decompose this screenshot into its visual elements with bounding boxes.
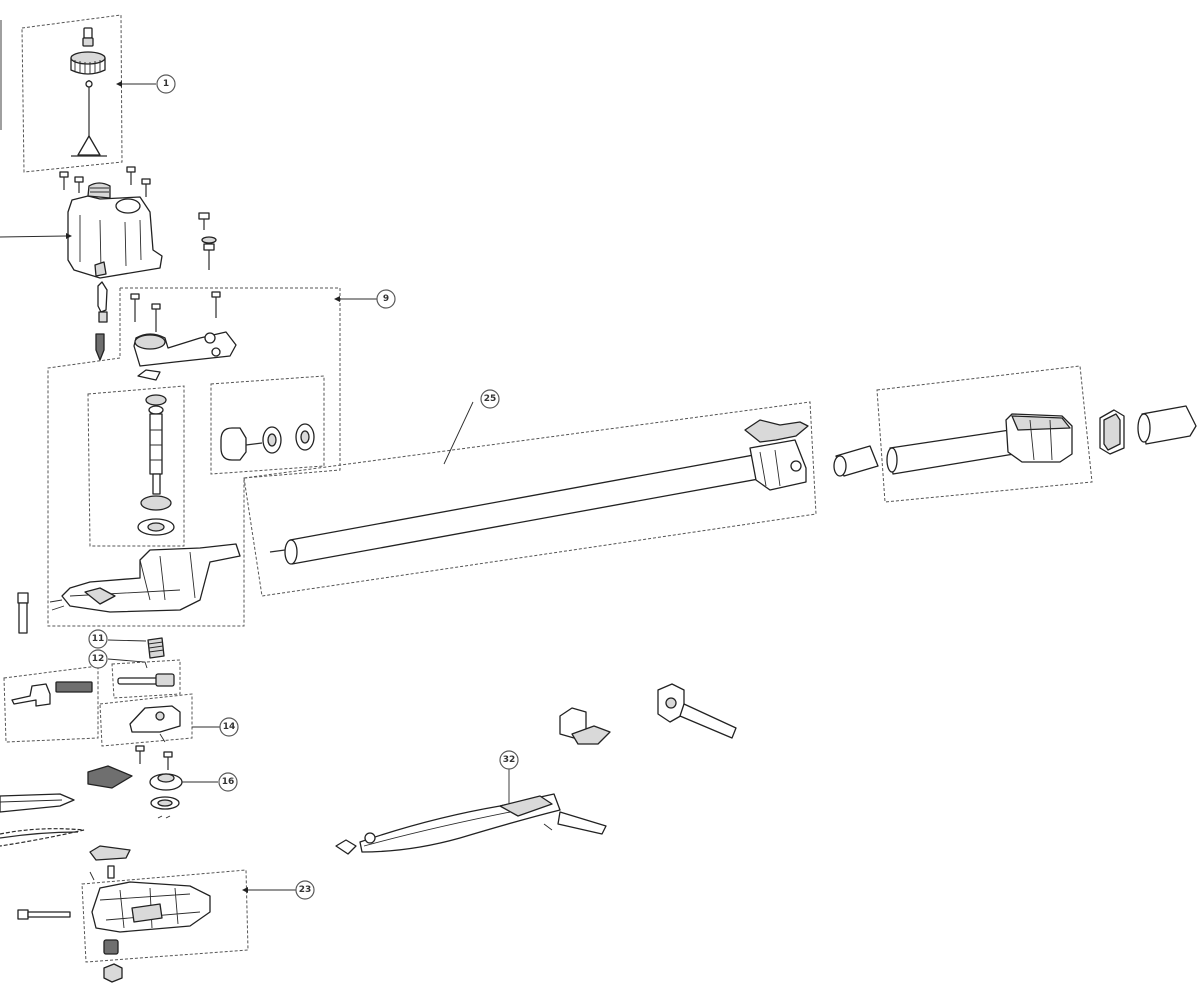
tensioner-left-assembly	[3, 665, 99, 743]
callout-23-label: 23	[299, 885, 312, 895]
callout-12-label: 12	[92, 654, 105, 664]
group-14-cover	[99, 693, 220, 747]
pole-sleeve	[833, 445, 879, 477]
callout-9-label: 9	[383, 294, 389, 304]
group-12-boundary	[111, 659, 181, 699]
bearing-subgroup-boundary	[210, 375, 325, 475]
oil-filter-foot	[77, 135, 101, 156]
oil-pipe	[97, 281, 108, 323]
callout-1-label: 1	[163, 79, 169, 89]
group-25-boundary	[243, 401, 817, 597]
tank-screws	[59, 166, 151, 197]
cover-long-bolt	[17, 909, 71, 920]
callout-16-label: 16	[222, 777, 235, 787]
tank-leader-line	[0, 235, 67, 238]
group-14-boundary	[99, 693, 193, 747]
group-1-boundary	[21, 14, 123, 173]
rear-grip-tube	[1137, 405, 1197, 445]
group-12-tensioner	[107, 658, 181, 699]
cover-screws	[198, 212, 217, 270]
chain-bar-bolt	[17, 592, 29, 634]
cap-vent-ring	[82, 37, 94, 47]
group-1-oil-cap-assembly	[21, 14, 123, 173]
tensioner-left-boundary	[3, 665, 99, 743]
group-9-boundary	[47, 287, 341, 627]
group-9-gearbox-assembly	[47, 287, 378, 627]
callout-11-label: 11	[92, 634, 105, 644]
part-11-spring	[107, 637, 165, 659]
callout-23: 23	[295, 880, 315, 900]
group-23-chain-cover	[81, 869, 296, 963]
pole-clamp	[559, 707, 611, 745]
nut	[103, 963, 123, 983]
callout-14-label: 14	[223, 722, 236, 732]
cap-vent-plug	[83, 27, 93, 39]
group-25-pole-assembly	[243, 401, 817, 597]
shaft-subgroup-boundary	[87, 385, 185, 547]
callout-1: 1	[156, 74, 176, 94]
oil-nozzle-pin	[95, 333, 105, 361]
callout-32: 32	[499, 750, 519, 770]
combination-wrench	[657, 683, 737, 739]
group-16-sprocket	[87, 745, 218, 819]
oil-tank	[0, 182, 163, 279]
callout-12: 12	[88, 649, 108, 669]
motor-handle-boundary	[876, 365, 1093, 503]
callout-16: 16	[218, 772, 238, 792]
shoulder-strap	[335, 768, 607, 855]
callout-25: 25	[480, 389, 500, 409]
callout-32-label: 32	[503, 755, 516, 765]
c25-leader	[443, 401, 474, 465]
callout-11: 11	[88, 629, 108, 649]
motor-handle-assembly	[876, 365, 1093, 503]
callout-14: 14	[219, 717, 239, 737]
oil-cap-top	[70, 51, 106, 65]
callout-25-label: 25	[484, 394, 497, 404]
guide-bar-and-chain	[0, 793, 85, 847]
end-cap	[1099, 409, 1125, 455]
callout-9: 9	[376, 289, 396, 309]
tensioner-plate	[89, 845, 131, 881]
